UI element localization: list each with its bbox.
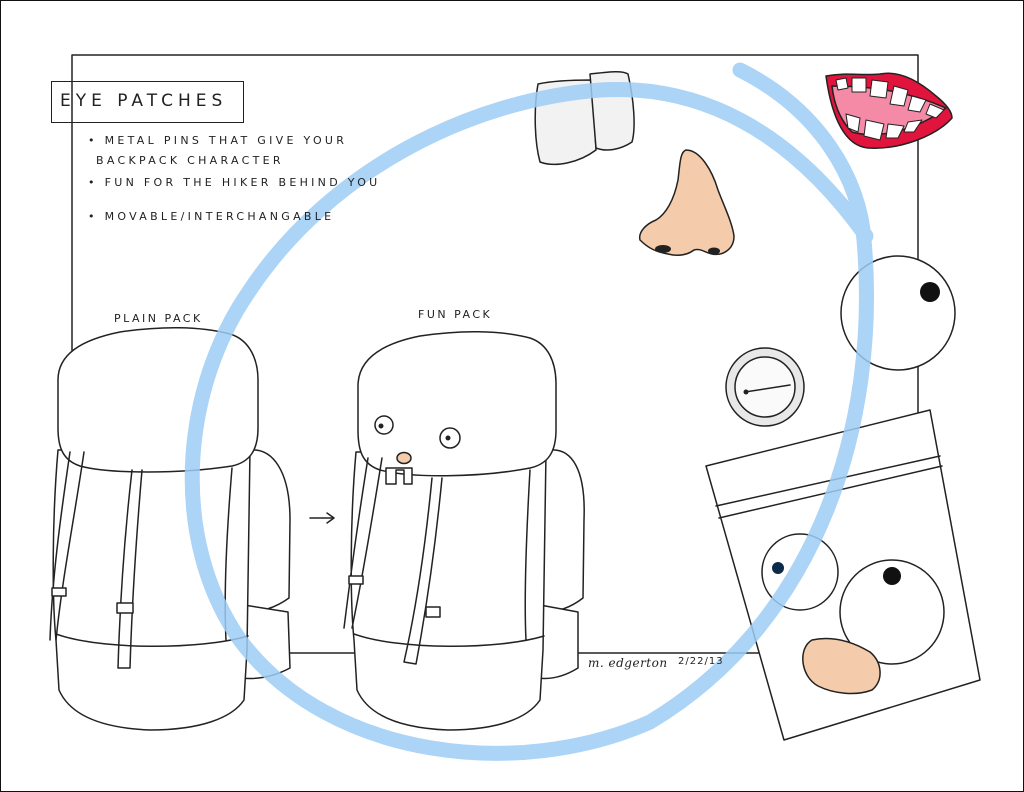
title-box [51, 81, 244, 123]
plain-pack-drawing [49, 326, 291, 731]
nostril-left [655, 245, 671, 253]
signature-date: 2/22/13 [678, 656, 724, 667]
page-title: EYE PATCHES [60, 91, 228, 111]
lips-patch [825, 72, 953, 149]
arrow [309, 512, 335, 524]
bullet-2: • FUN FOR THE HIKER BEHIND YOU [88, 176, 381, 189]
artist-signature: m. edgerton [588, 656, 668, 670]
plain-pack-label: PLAIN PACK [114, 312, 203, 325]
bullet-1-continued: BACKPACK CHARACTER [96, 154, 284, 167]
nose-patch [638, 149, 735, 256]
large-eye-pupil [920, 282, 940, 302]
bullet-1: • METAL PINS THAT GIVE YOUR [88, 134, 348, 147]
fun-pack-drawing [343, 330, 585, 731]
metal-pin [725, 347, 805, 427]
bullet-3: • MOVABLE/INTERCHANGABLE [88, 210, 335, 223]
fun-pack-label: FUN PACK [418, 308, 493, 321]
highlight-circle [184, 62, 874, 761]
nostril-right [708, 247, 720, 255]
